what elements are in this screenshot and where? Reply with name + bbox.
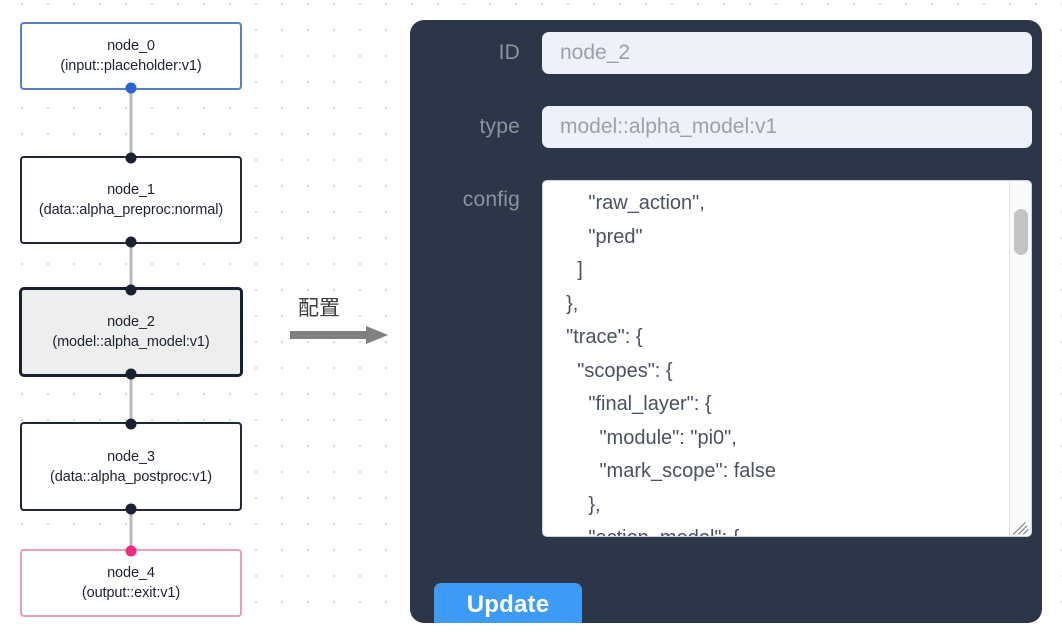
update-button[interactable]: Update — [434, 583, 582, 623]
field-row-config: config "raw_action", "pred" ] }, "trace"… — [434, 180, 1032, 537]
type-input[interactable] — [542, 106, 1032, 148]
annotation-label: 配置 — [298, 296, 340, 320]
config-textarea-wrapper: "raw_action", "pred" ] }, "trace": { "sc… — [542, 180, 1032, 537]
node-handle-top[interactable] — [125, 152, 137, 164]
graph-node-node_2[interactable]: node_2 (model::alpha_model:v1) — [20, 284, 242, 380]
config-scrollbar-thumb[interactable] — [1014, 209, 1028, 255]
type-field-label: type — [479, 115, 520, 138]
graph-node-node_4[interactable]: node_4 (output::exit:v1) — [20, 545, 242, 617]
right-arrow-icon — [290, 326, 392, 344]
graph-node-node_3[interactable]: node_3 (data::alpha_postproc:v1) — [20, 418, 242, 515]
edge-node_0-node_1 — [129, 90, 133, 166]
node-handle-top[interactable] — [125, 545, 137, 557]
canvas-bottom-strip — [0, 623, 1062, 643]
node-handle-bottom[interactable] — [125, 503, 137, 515]
graph-node-node_0[interactable]: node_0 (input::placeholder:v1) — [20, 22, 242, 94]
node-handle-top[interactable] — [125, 284, 137, 296]
id-field-label: ID — [498, 41, 520, 64]
edge-node_2-node_3 — [129, 376, 133, 422]
field-row-id: ID — [434, 32, 1032, 74]
node-label: node_4 (output::exit:v1) — [81, 565, 181, 601]
edge-node_1-node_2 — [129, 244, 133, 320]
node-inspector-panel: ID type config "raw_action", "pred" ] },… — [410, 20, 1042, 623]
field-row-type: type — [434, 106, 1032, 148]
node-handle-top[interactable] — [125, 418, 137, 430]
config-field-label: config — [462, 188, 520, 211]
config-textarea[interactable]: "raw_action", "pred" ] }, "trace": { "sc… — [542, 180, 1032, 537]
node-label: node_1 (data::alpha_preproc:normal) — [38, 182, 224, 218]
node-handle-bottom[interactable] — [125, 236, 137, 248]
annotation-arrow-group: 配置 — [290, 295, 400, 344]
node-handle-bottom[interactable] — [125, 368, 137, 380]
node-label: node_2 (model::alpha_model:v1) — [52, 314, 210, 350]
id-input[interactable] — [542, 32, 1032, 74]
node-label: node_0 (input::placeholder:v1) — [60, 38, 202, 74]
node-label: node_3 (data::alpha_postproc:v1) — [50, 448, 212, 485]
config-scrollbar[interactable] — [1009, 181, 1031, 536]
node-handle-bottom[interactable] — [125, 82, 137, 94]
graph-node-node_1[interactable]: node_1 (data::alpha_preproc:normal) — [20, 152, 242, 248]
edge-node_3-node_4 — [129, 511, 133, 549]
node-graph[interactable]: node_0 (input::placeholder:v1) node_1 (d… — [0, 0, 400, 643]
